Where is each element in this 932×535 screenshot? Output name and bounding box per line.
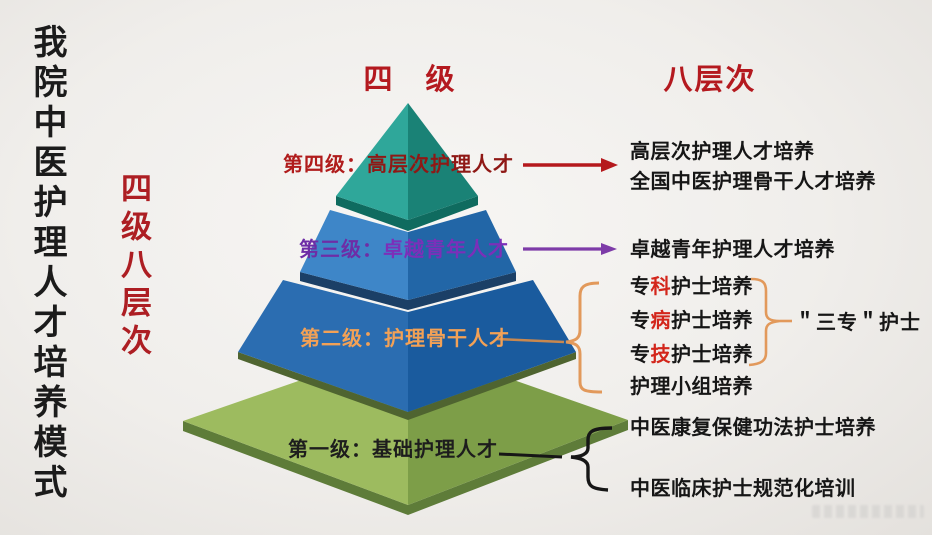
level3-label: 第三级：卓越青年人才 (299, 237, 509, 263)
level4-right-face (408, 103, 478, 220)
item-disease-highlight: 病 (650, 310, 671, 332)
item-specialty-highlight: 科 (650, 276, 671, 298)
item-skill-pre: 专 (630, 344, 651, 366)
item-national-tcm-backbone-training: 全国中医护理骨干人才培养 (630, 171, 876, 193)
item-tcm-clinical-standardized-training: 中医临床护士规范化培训 (630, 478, 856, 500)
level4-label-prefix: 第四级： (283, 154, 367, 176)
level2-left-face (238, 280, 408, 412)
level2-right-face (408, 280, 576, 412)
main-title-vertical: 我院中医护理人才培养模式 (28, 24, 66, 504)
level3-bottom-rim (300, 272, 516, 310)
level4-label: 第四级：高层次护理人才 (283, 152, 514, 178)
item-tcm-rehab-qigong-training: 中医康复保健功法护士培养 (630, 417, 876, 439)
column-header-eight-layers: 八层次 (663, 64, 757, 96)
item-skill-nurse-training: 专技护士培养 (630, 343, 753, 368)
level4-label-name: 高层次护理人才 (367, 154, 514, 176)
side-label-vertical: 四级八层次 (116, 172, 151, 362)
item-specialty-post: 护士培养 (671, 276, 753, 298)
level1-label: 第一级：基础护理人才 (288, 437, 498, 463)
level2-brace (496, 281, 603, 394)
san-zhuan-brace (748, 277, 792, 367)
item-outstanding-youth-training: 卓越青年护理人才培养 (630, 239, 835, 261)
level3-right-face (408, 210, 516, 300)
level3-left-face (300, 210, 408, 300)
san-zhuan-label: ＂三专＂护士 (795, 312, 921, 334)
item-disease-post: 护士培养 (671, 310, 753, 332)
level3-arrow (523, 243, 617, 255)
item-specialty-nurse-training: 专科护士培养 (630, 275, 753, 300)
level1-label-name: 基础护理人才 (372, 439, 498, 461)
level4-left-face (336, 103, 408, 220)
item-skill-post: 护士培养 (671, 344, 753, 366)
watermark (812, 505, 924, 518)
item-skill-highlight: 技 (650, 344, 671, 366)
item-disease-nurse-training: 专病护士培养 (630, 309, 753, 334)
level4-bottom-rim (336, 196, 478, 231)
level1-brace (498, 426, 613, 492)
level2-label-name: 护理骨干人才 (384, 328, 510, 350)
item-high-level-nurse-training: 高层次护理人才培养 (630, 141, 815, 163)
level3-label-name: 卓越青年人才 (383, 239, 509, 261)
item-specialty-pre: 专 (630, 276, 651, 298)
level2-label-prefix: 第二级： (300, 328, 384, 350)
item-nursing-group-training: 护理小组培养 (630, 376, 753, 398)
level3-label-prefix: 第三级： (299, 239, 383, 261)
level1-label-prefix: 第一级： (288, 439, 372, 461)
column-header-four-levels: 四 级 (363, 64, 457, 96)
item-disease-pre: 专 (630, 310, 651, 332)
level4-arrow (523, 158, 618, 172)
level2-label: 第二级：护理骨干人才 (300, 326, 510, 352)
